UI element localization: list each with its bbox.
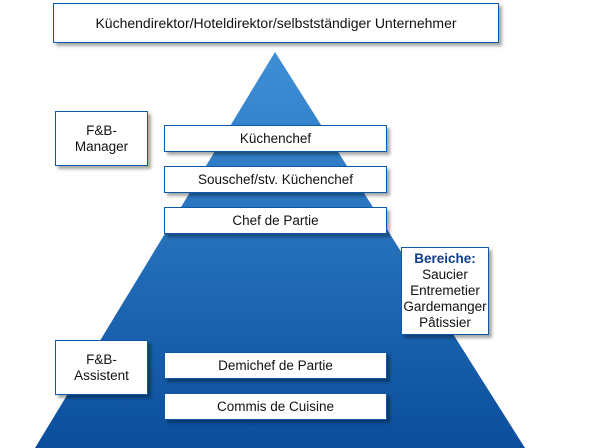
level-chef-de-partie: Chef de Partie (164, 207, 387, 234)
level-label: Demichef de Partie (218, 357, 333, 373)
fb-manager-box: F&B- Manager (55, 111, 148, 166)
top-role-box: Küchendirektor/Hoteldirektor/selbstständ… (53, 3, 499, 43)
level-souschef: Souschef/stv. Küchenchef (164, 166, 387, 193)
fb-manager-line2: Manager (74, 138, 129, 154)
bereiche-heading: Bereiche: (414, 250, 476, 266)
level-demichef-de-partie: Demichef de Partie (164, 352, 387, 379)
pyramid-shape (35, 52, 525, 448)
bereiche-box: Bereiche: Saucier Entremetier Gardemange… (401, 247, 489, 335)
bereiche-item: Pâtissier (419, 315, 471, 331)
top-role-label: Küchendirektor/Hoteldirektor/selbstständ… (95, 14, 457, 31)
level-kuechenchef: Küchenchef (164, 125, 387, 152)
bereiche-item: Saucier (422, 266, 468, 282)
level-label: Commis de Cuisine (216, 398, 335, 414)
fb-assistent-box: F&B- Assistent (55, 340, 148, 395)
bereiche-item: Entremetier (410, 282, 480, 298)
fb-assistent-line1: F&B- (86, 351, 117, 367)
bereiche-item: Gardemanger (403, 299, 487, 315)
level-label: Küchenchef (239, 130, 312, 146)
fb-assistent-line2: Assistent (74, 367, 129, 383)
level-label: Chef de Partie (232, 212, 319, 228)
level-label: Souschef/stv. Küchenchef (197, 171, 354, 187)
fb-manager-line1: F&B- (86, 122, 117, 138)
level-commis-de-cuisine: Commis de Cuisine (164, 393, 387, 420)
